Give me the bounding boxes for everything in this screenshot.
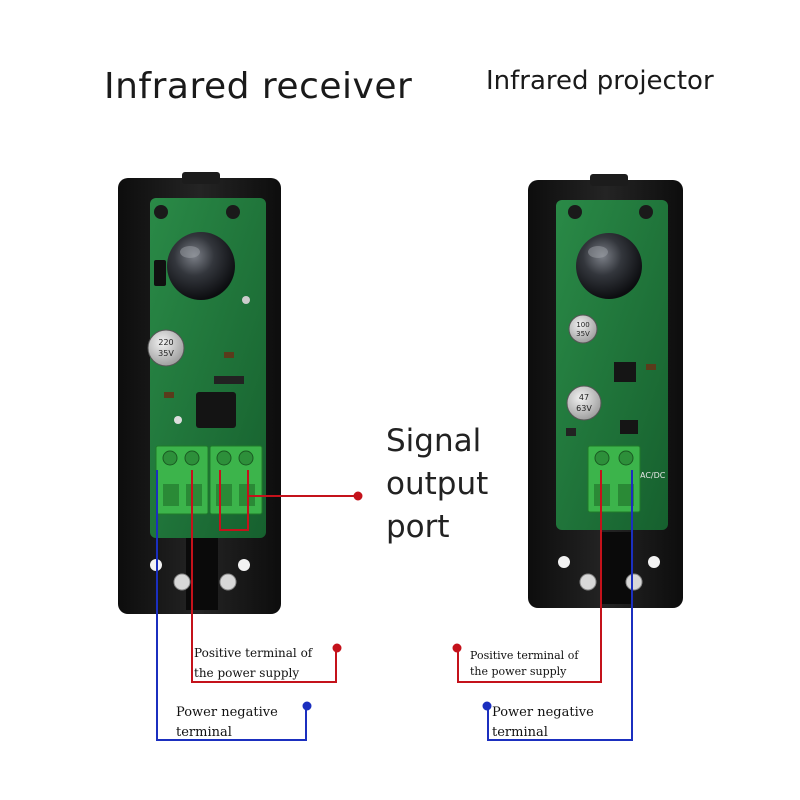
receiver-capacitor: 220 35V	[147, 329, 185, 367]
svg-text:47: 47	[579, 393, 589, 402]
projector-ic	[614, 362, 636, 382]
svg-text:63V: 63V	[576, 404, 592, 413]
receiver-signal-wire	[219, 470, 363, 531]
projector-negative-label: Power negative terminal	[492, 705, 594, 740]
projector-acdc-label: AC/DC	[640, 471, 666, 480]
projector-capacitor-2: 47 63V	[566, 385, 602, 421]
projector-positive-label: Positive terminal of the power supply	[470, 649, 579, 678]
receiver-title: Infrared receiver	[104, 66, 413, 107]
projector-positive-wire	[452, 470, 602, 683]
projector-title: Infrared projector	[486, 66, 714, 96]
svg-text:100: 100	[576, 321, 589, 329]
projector-negative-wire	[482, 470, 633, 741]
receiver-relay	[196, 392, 236, 428]
signal-output-port-label: Signal output port	[386, 423, 489, 545]
receiver-negative-label: Power negative terminal	[176, 705, 278, 740]
receiver-positive-wire	[191, 470, 342, 683]
projector-ir-lens	[576, 233, 642, 299]
projector-capacitor-1: 100 35V	[568, 314, 598, 344]
receiver-ir-lens	[167, 232, 235, 300]
svg-text:220: 220	[158, 338, 173, 347]
svg-text:35V: 35V	[576, 330, 590, 338]
receiver-positive-label: Positive terminal of the power supply	[194, 646, 313, 680]
svg-text:35V: 35V	[158, 349, 174, 358]
receiver-negative-wire	[156, 470, 312, 741]
